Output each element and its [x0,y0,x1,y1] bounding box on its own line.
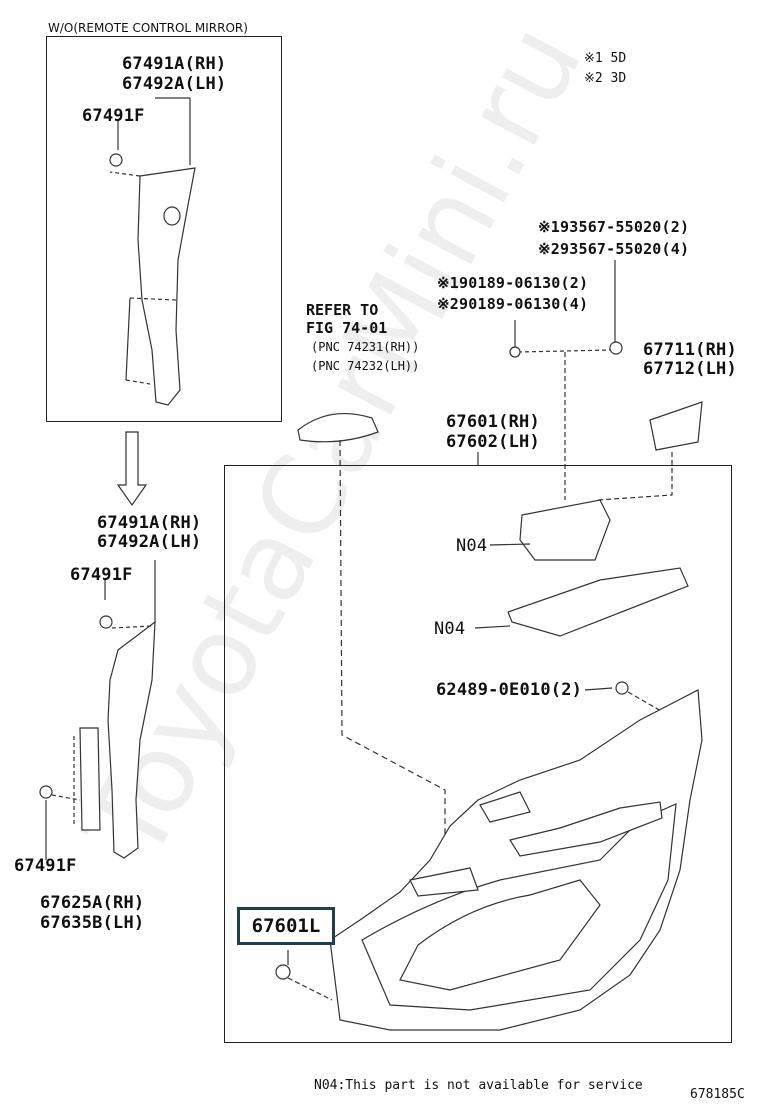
variant-box [46,36,282,422]
pillar-bracket [79,727,101,831]
refer-figure[interactable]: FIG 74-01 [306,319,388,337]
part-number[interactable]: 67491F [82,106,145,126]
part-number[interactable]: 67491A(RH) [97,513,202,533]
part-number[interactable]: 62489-0E010(2) [436,680,583,700]
clip-icon [39,785,53,799]
lower-pillar-garnish [107,620,156,859]
part-number[interactable]: 67625A(RH) [40,893,145,913]
refer-label: REFER TO [306,301,379,319]
armrest-cover [649,401,703,451]
footer-note: N04:This part is not available for servi… [314,1078,643,1093]
part-number[interactable]: 67711(RH) [643,340,737,360]
grip-cover [297,413,379,443]
part-number: N04 [434,619,466,639]
part-number[interactable]: 67492A(LH) [122,74,227,94]
part-number[interactable]: 67491F [70,565,133,585]
part-number[interactable]: 67491A(RH) [122,54,227,74]
upper-pillar-garnish [137,167,196,406]
part-number[interactable]: 67712(LH) [643,359,737,379]
note-3d: ※2 3D [584,71,627,86]
part-number: N04 [456,536,488,556]
part-number[interactable]: ※193567-55020(2) [538,218,690,236]
clip-icon [109,153,123,167]
armrest-pad [507,567,689,637]
illustration-code: 678185C [690,1087,745,1102]
part-number[interactable]: 67601(RH) [446,412,540,432]
clip-icon [609,341,623,355]
door-panel-box [224,465,732,1043]
part-number[interactable]: 67492A(LH) [97,532,202,552]
part-number[interactable]: 67491F [14,856,77,876]
highlighted-part-number[interactable]: 67601L [237,907,335,945]
clip-icon [509,346,521,358]
part-number[interactable]: 67635B(LH) [40,913,145,933]
part-number[interactable]: ※290189-06130(4) [437,295,589,313]
variant-header: W/O(REMOTE CONTROL MIRROR) [48,21,248,35]
part-number[interactable]: ※293567-55020(4) [538,240,690,258]
clip-icon [99,615,113,629]
part-number[interactable]: ※190189-06130(2) [437,274,589,292]
part-number[interactable]: 67602(LH) [446,432,540,452]
refer-pnc: (PNC 74232(LH)) [311,359,420,373]
note-5d: ※1 5D [584,51,627,66]
clip-icon [275,964,291,980]
clip-icon [615,681,629,695]
arrow-down [116,431,148,507]
switch-base [519,499,611,561]
refer-pnc: (PNC 74231(RH)) [311,340,420,354]
